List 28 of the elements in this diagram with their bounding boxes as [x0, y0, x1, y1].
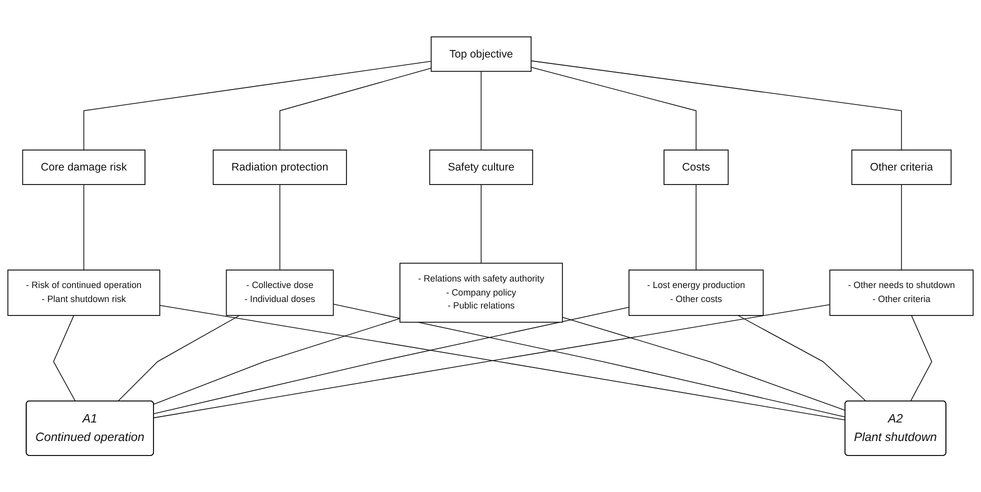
node-box: - Relations with safety authority - Company policy - Public relations — [399, 262, 563, 323]
connector — [117, 314, 240, 402]
connector — [530, 66, 696, 150]
connector — [562, 316, 846, 411]
connector — [153, 318, 400, 404]
connector — [480, 70, 482, 150]
node-box: Safety culture — [429, 149, 534, 185]
connector — [738, 314, 866, 402]
connector — [83, 184, 84, 270]
connector — [83, 60, 432, 150]
connector — [530, 60, 902, 150]
connector — [480, 184, 482, 264]
node-box: - Collective dose - Individual doses — [226, 269, 334, 316]
connector — [53, 314, 76, 402]
connector — [910, 314, 932, 402]
node-box: - Risk of continued operation - Plant shutdown risk — [7, 269, 160, 316]
node-box: Radiation protection — [212, 149, 347, 185]
node-box: Top objective — [430, 36, 532, 72]
connector — [332, 304, 846, 418]
connector — [279, 184, 280, 270]
connector — [279, 68, 432, 150]
node-box: Core damage risk — [22, 149, 146, 185]
connector — [901, 184, 902, 270]
node-box: Costs — [664, 149, 729, 185]
node-box: - Other needs to shutdown - Other criteria — [829, 269, 974, 316]
node-box: - Lost energy production - Other costs — [628, 269, 764, 316]
connector — [153, 306, 630, 414]
node-box: Other criteria — [851, 149, 952, 185]
